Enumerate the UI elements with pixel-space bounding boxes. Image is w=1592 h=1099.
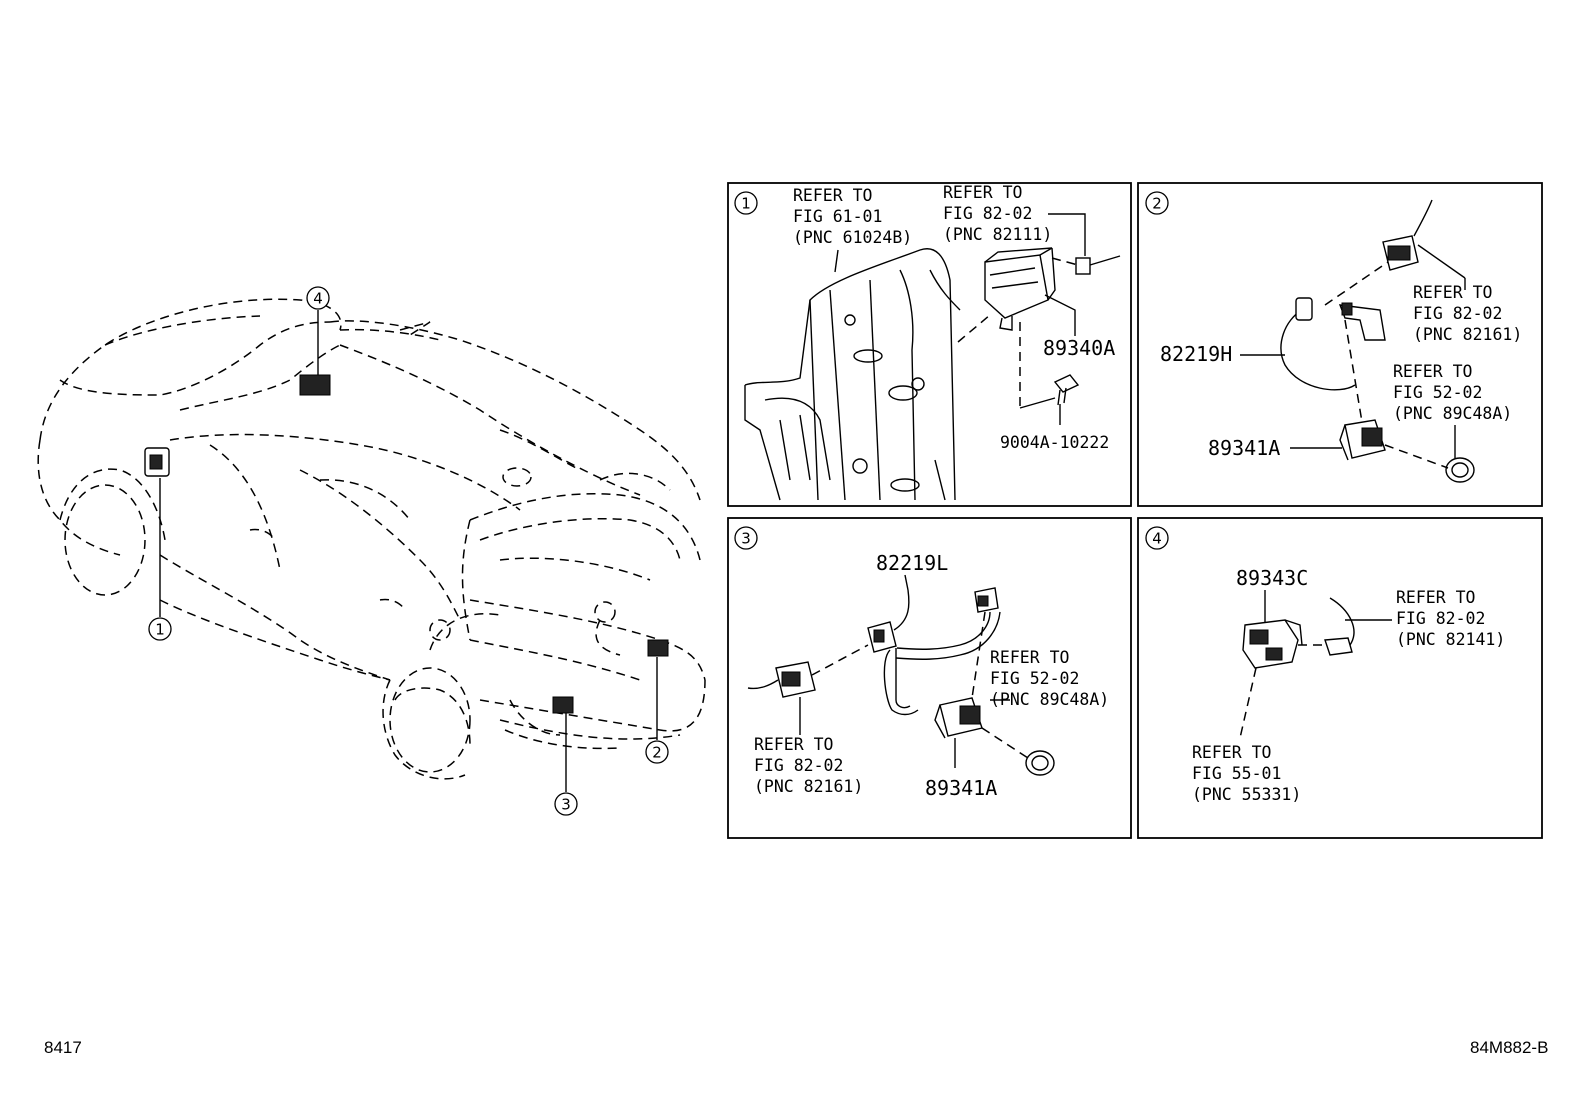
panel1-ref-b-line3: (PNC 82111) [943, 225, 1052, 244]
sensor-marker-front [144, 447, 170, 477]
panel4-ref-b-line1: REFER TO [1192, 743, 1271, 762]
part-89343C [1242, 619, 1303, 669]
panel1-part-b-label: 9004A-10222 [1000, 433, 1109, 452]
panel-4-border [1137, 517, 1543, 839]
harness-82219H [1280, 297, 1386, 391]
panel2-part-b-label: 89341A [1208, 436, 1280, 460]
panel4-part-a-label: 89343C [1236, 566, 1308, 590]
panel3-part-a-label: 82219L [876, 551, 948, 575]
pillar-structure [744, 248, 961, 501]
overview-callout-2: 2 [645, 740, 669, 764]
panel-3-border [727, 517, 1132, 839]
panel1-ref-a-line2: FIG 61-01 [793, 207, 882, 226]
panel-3-number: 3 [741, 530, 751, 548]
panel3-ref-b-line2: FIG 82-02 [754, 756, 843, 775]
connector-82111 [1075, 255, 1121, 275]
panel-2-border [1137, 182, 1543, 507]
panel-2-number: 2 [1152, 195, 1162, 213]
sensor-marker-rear-right [647, 639, 669, 657]
panel3-ref-b-line1: REFER TO [754, 735, 833, 754]
detail-panel-2: 2 REFER [1137, 182, 1543, 507]
panel4-ref-a-line2: FIG 82-02 [1396, 609, 1485, 628]
panel4-ref-a-line1: REFER TO [1396, 588, 1475, 607]
connector-82161 [1382, 199, 1466, 279]
svg-text:2: 2 [652, 744, 662, 762]
panel2-ref-b-line2: FIG 52-02 [1393, 383, 1482, 402]
panel-4-number: 4 [1152, 530, 1162, 548]
panel1-ref-a-line3: (PNC 61024B) [793, 228, 912, 247]
panel2-part-a-label: 82219H [1160, 342, 1232, 366]
sensor-marker-rear-left [552, 696, 574, 714]
bezel-89C48A-p3 [1025, 750, 1055, 776]
svg-text:1: 1 [155, 621, 165, 639]
panel4-ref-a-line3: (PNC 82141) [1396, 630, 1505, 649]
panel-1-number: 1 [741, 195, 751, 213]
panel3-ref-a-line3: (PNC 89C48A) [990, 690, 1109, 709]
panel2-ref-a-line1: REFER TO [1413, 283, 1492, 302]
sensor-marker-roof [299, 374, 331, 396]
panel2-ref-b-line1: REFER TO [1393, 362, 1472, 381]
vehicle-overview: 1 4 2 3 [37, 286, 706, 816]
panel1-ref-b-line1: REFER TO [943, 183, 1022, 202]
panel1-ref-b-line2: FIG 82-02 [943, 204, 1032, 223]
detail-panel-3: 3 [727, 517, 1132, 839]
panel2-ref-a-line3: (PNC 82161) [1413, 325, 1522, 344]
detail-panel-4: 4 89343C REFER TO FIG 82-02 (PNC 82141) … [1137, 517, 1543, 839]
connector-82161-p3 [747, 661, 816, 698]
detail-panel-1: 1 [727, 182, 1132, 507]
panel3-ref-a-line1: REFER TO [990, 648, 1069, 667]
sensor-89341A-p3 [934, 697, 983, 739]
panel3-ref-a-line2: FIG 52-02 [990, 669, 1079, 688]
panel2-ref-a-line2: FIG 82-02 [1413, 304, 1502, 323]
panel-1-border [727, 182, 1132, 507]
bolt-9004A-10222 [1053, 374, 1080, 406]
connector-82141 [1324, 597, 1392, 656]
panel4-ref-b-line3: (PNC 55331) [1192, 785, 1301, 804]
panel3-part-b-label: 89341A [925, 776, 997, 800]
figure-code: 8417 [44, 1038, 82, 1057]
overview-callout-3: 3 [554, 792, 578, 816]
harness-82219L [867, 587, 1001, 716]
overview-callout-1: 1 [148, 617, 172, 641]
drawing-id: 84M882-B [1470, 1038, 1549, 1057]
panel2-ref-b-line3: (PNC 89C48A) [1393, 404, 1512, 423]
bezel-89C48A [1445, 457, 1475, 483]
sensor-89341A [1339, 419, 1386, 461]
panel1-ref-a-line1: REFER TO [793, 186, 872, 205]
panel3-ref-b-line3: (PNC 82161) [754, 777, 863, 796]
overview-callout-4: 4 [306, 286, 330, 310]
part-89340A [984, 247, 1056, 331]
panel1-part-a-label: 89340A [1043, 336, 1115, 360]
svg-text:3: 3 [561, 796, 571, 814]
svg-text:4: 4 [313, 290, 323, 308]
panel4-ref-b-line2: FIG 55-01 [1192, 764, 1281, 783]
